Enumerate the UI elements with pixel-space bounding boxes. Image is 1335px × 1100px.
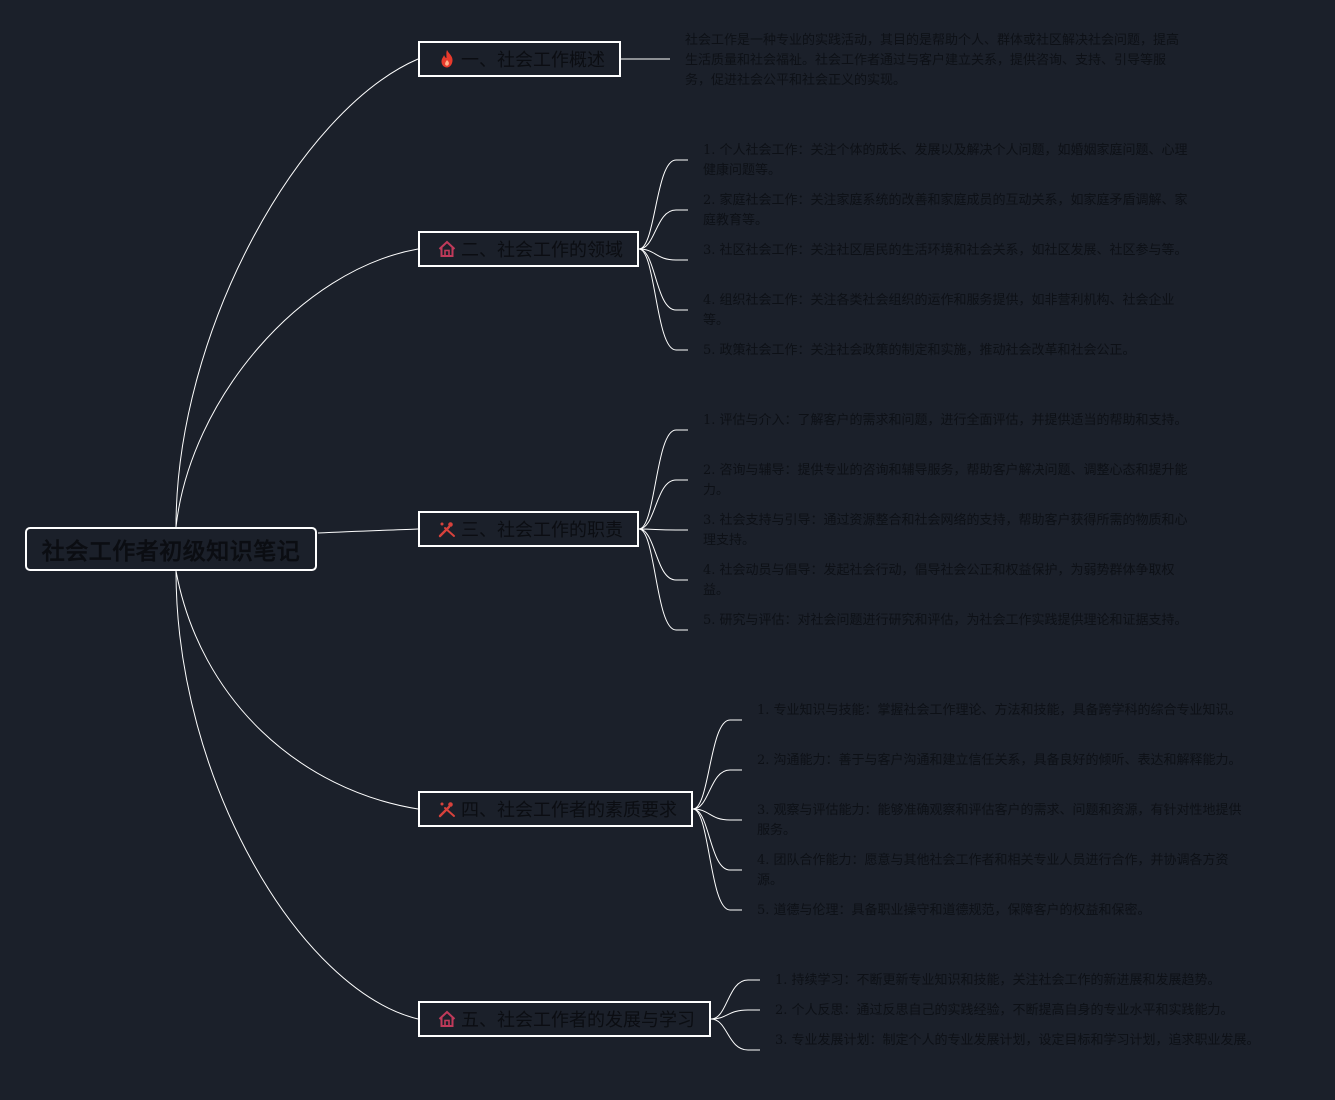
connector-line — [692, 769, 742, 810]
note-text: 4. 社会动员与倡导：发起社会行动，倡导社会公正和权益保护，为弱势群体争取权益。 — [703, 563, 1175, 598]
connector-line — [175, 248, 419, 528]
topic-label: 二、社会工作的领域 — [461, 240, 623, 261]
note-text: 1. 持续学习：不断更新专业知识和技能，关注社会工作的新进展和发展趋势。 — [775, 973, 1221, 988]
connector-line — [692, 808, 742, 911]
note-text: 3. 社会支持与引导：通过资源整合和社会网络的支持，帮助客户获得所需的物质和心理… — [703, 513, 1188, 548]
topic-overview[interactable]: 一、社会工作概述 — [418, 41, 621, 77]
connector-line — [175, 570, 419, 1020]
connector-line — [638, 528, 688, 581]
note-text: 3. 社区社会工作：关注社区居民的生活环境和社会关系，如社区发展、社区参与等。 — [703, 243, 1188, 258]
note-text: 2. 个人反思：通过反思自己的实践经验，不断提高自身的专业水平和实践能力。 — [775, 1003, 1234, 1018]
connector-line — [710, 1009, 760, 1020]
root-title: 社会工作者初级知识笔记 — [41, 539, 301, 565]
tools-icon — [437, 519, 457, 539]
topic-duties[interactable]: 三、社会工作的职责 — [418, 511, 639, 547]
house-icon — [437, 1009, 457, 1029]
note-text: 社会工作是一种专业的实践活动，其目的是帮助个人、群体或社区解决社会问题，提高生活… — [685, 33, 1180, 88]
tools-icon — [437, 799, 457, 819]
connector-line — [710, 1018, 760, 1051]
note-text: 3. 观察与评估能力：能够准确观察和评估客户的需求、问题和资源，有针对性地提供服… — [757, 803, 1242, 838]
note-text: 1. 评估与介入：了解客户的需求和问题，进行全面评估，并提供适当的帮助和支持。 — [703, 413, 1188, 428]
topic-qualities[interactable]: 四、社会工作者的素质要求 — [418, 791, 693, 827]
connector-line — [692, 808, 742, 871]
note-text: 5. 研究与评估：对社会问题进行研究和评估，为社会工作实践提供理论和证据支持。 — [703, 613, 1188, 628]
topic-label: 一、社会工作概述 — [461, 50, 605, 71]
connector-line — [638, 429, 688, 530]
connector-line — [638, 248, 688, 261]
connector-line — [710, 979, 760, 1020]
fire-icon — [437, 49, 457, 69]
note-text: 1. 个人社会工作：关注个体的成长、发展以及解决个人问题，如婚姻家庭问题、心理健… — [703, 143, 1188, 178]
connector-line — [317, 528, 419, 534]
topic-label: 三、社会工作的职责 — [461, 520, 623, 541]
connector-line — [692, 719, 742, 810]
topic-fields[interactable]: 二、社会工作的领域 — [418, 231, 639, 267]
note-text: 2. 咨询与辅导：提供专业的咨询和辅导服务，帮助客户解决问题、调整心态和提升能力… — [703, 463, 1188, 498]
topic-label: 五、社会工作者的发展与学习 — [461, 1010, 695, 1031]
connector-line — [175, 570, 419, 810]
note-text: 5. 政策社会工作：关注社会政策的制定和实施，推动社会改革和社会公正。 — [703, 343, 1136, 358]
topic-development[interactable]: 五、社会工作者的发展与学习 — [418, 1001, 711, 1037]
connector-line — [638, 528, 688, 531]
note-text: 4. 组织社会工作：关注各类社会组织的运作和服务提供，如非营利机构、社会企业等。 — [703, 293, 1175, 328]
connector-line — [638, 209, 688, 250]
connector-line — [692, 808, 742, 821]
root-topic[interactable]: 社会工作者初级知识笔记 — [25, 527, 317, 571]
topic-label: 四、社会工作者的素质要求 — [461, 800, 677, 821]
note-text: 1. 专业知识与技能：掌握社会工作理论、方法和技能，具备跨学科的综合专业知识。 — [757, 703, 1242, 718]
connector-line — [638, 248, 688, 311]
note-text: 2. 家庭社会工作：关注家庭系统的改善和家庭成员的互动关系，如家庭矛盾调解、家庭… — [703, 193, 1188, 228]
connector-line — [175, 58, 419, 528]
connector-line — [638, 159, 688, 250]
house-icon — [437, 239, 457, 259]
note-text: 5. 道德与伦理：具备职业操守和道德规范，保障客户的权益和保密。 — [757, 903, 1151, 918]
note-text: 2. 沟通能力：善于与客户沟通和建立信任关系，具备良好的倾听、表达和解释能力。 — [757, 753, 1242, 768]
note-text: 3. 专业发展计划：制定个人的专业发展计划，设定目标和学习计划，追求职业发展。 — [775, 1033, 1260, 1048]
connector-line — [638, 479, 688, 530]
connector-line — [638, 528, 688, 631]
note-text: 4. 团队合作能力：愿意与其他社会工作者和相关专业人员进行合作，并协调各方资源。 — [757, 853, 1229, 888]
connector-line — [638, 248, 688, 351]
